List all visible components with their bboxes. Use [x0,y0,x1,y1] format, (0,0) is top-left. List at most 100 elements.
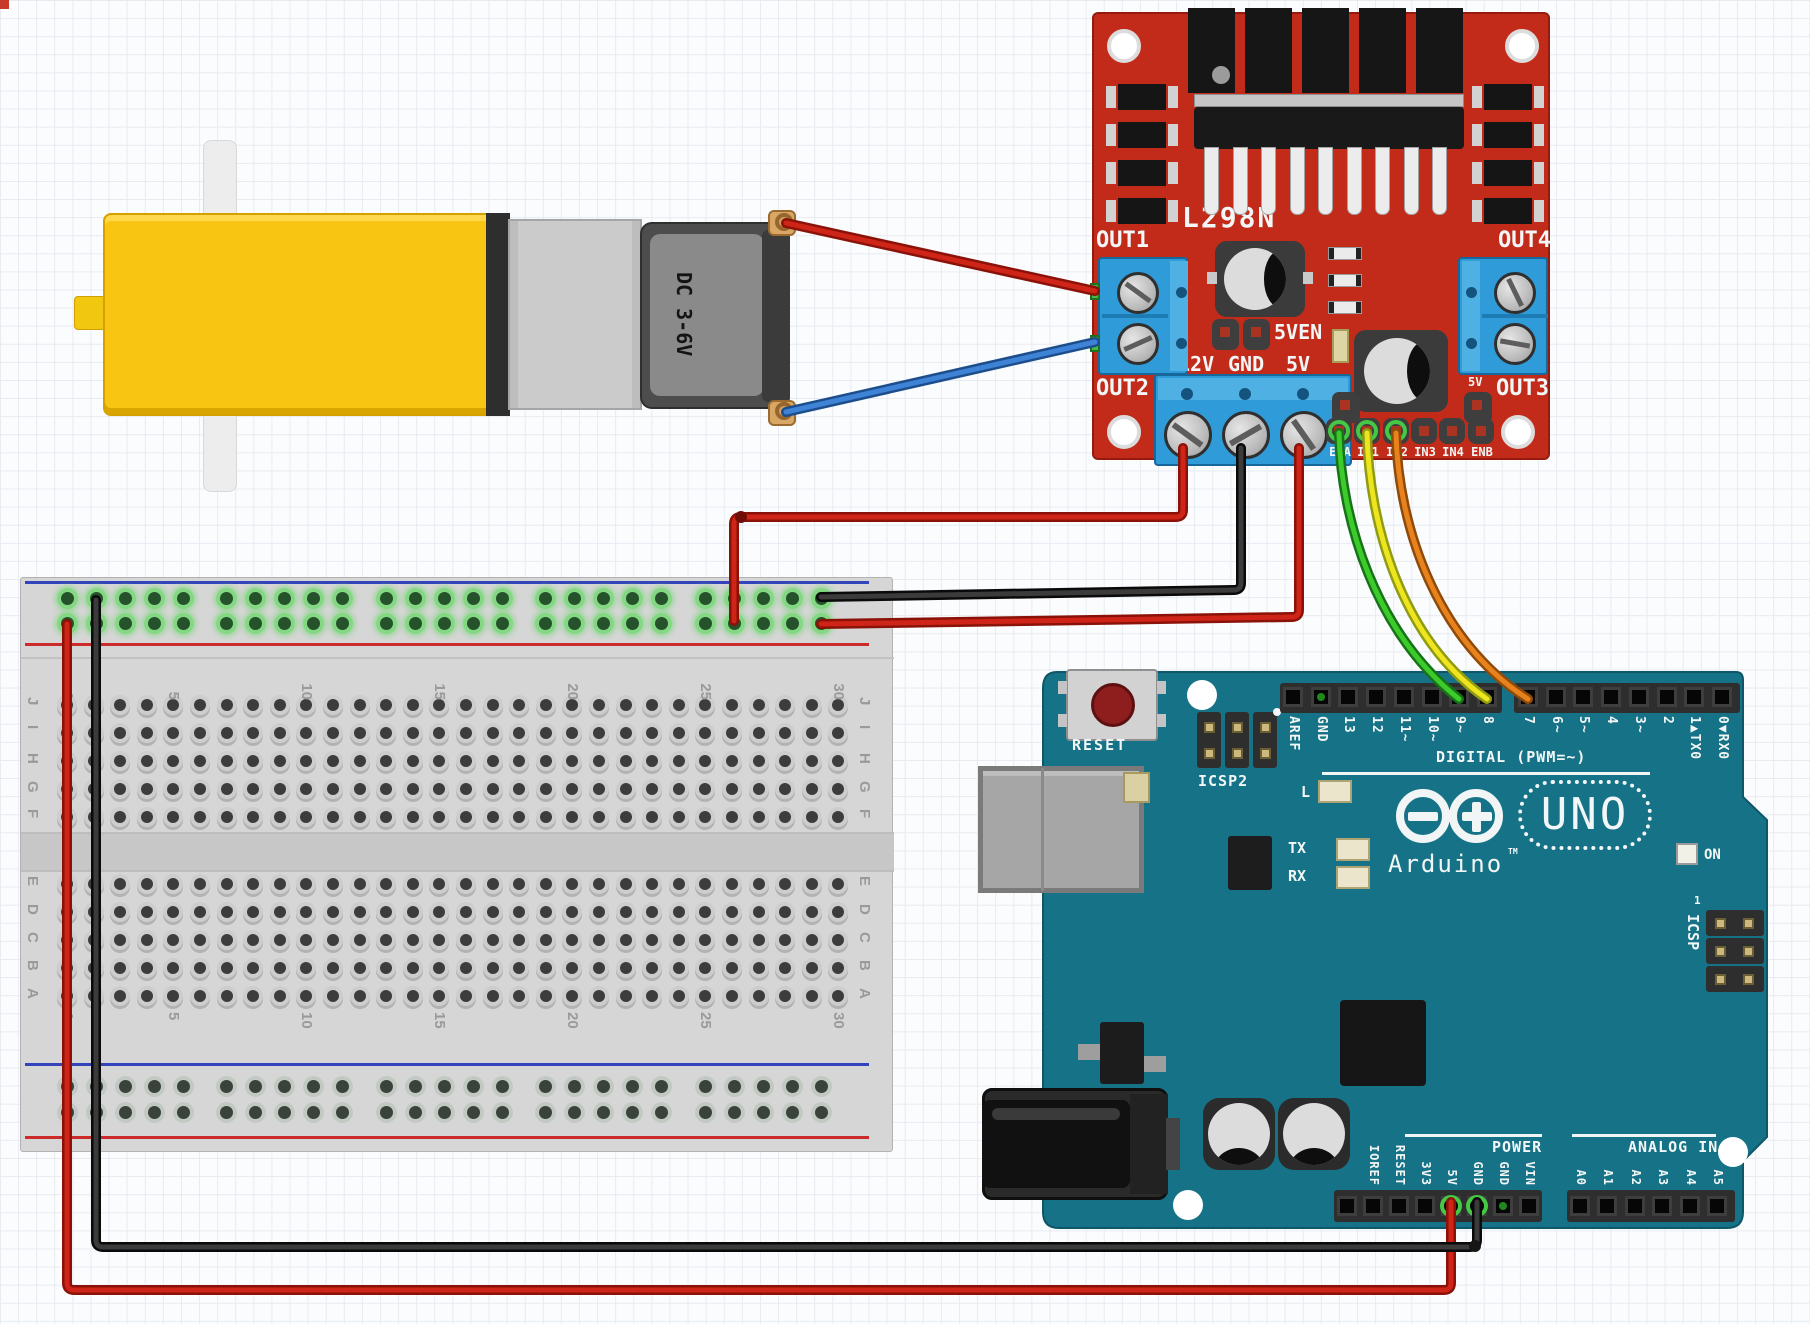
out4-screw[interactable] [1494,272,1536,314]
power-rail-hole [335,591,349,605]
chip-pin [1346,147,1362,215]
breadboard-hole [486,878,499,890]
breadboard-hole [406,755,419,767]
wire-12v-to-rail-plus[interactable] [731,445,1186,624]
power-pin-RESET[interactable] [1389,1196,1409,1216]
icsp-pin[interactable] [1743,946,1754,957]
5v-pad-left[interactable] [1332,392,1360,423]
icsp-pin[interactable] [1715,918,1726,929]
power-rail-hole [248,616,262,630]
power-rail-hole [785,591,799,605]
power-rail-hole [466,616,480,630]
icsp-pin[interactable] [1743,918,1754,929]
breadboard-hole [460,699,472,711]
digital-pin-5[interactable] [1573,687,1594,707]
control-pin-IN3[interactable] [1411,418,1437,444]
analog-pin-A4[interactable] [1679,1196,1700,1216]
diode [1106,124,1116,146]
breadboard-hole [832,878,845,890]
mount-hole [1718,1137,1748,1167]
power-pin-3V3[interactable] [1415,1196,1435,1216]
power-pin-IOREF[interactable] [1363,1196,1383,1216]
row-letter: B [856,960,873,971]
control-pin-ENB[interactable] [1468,418,1494,444]
digital-pin-11[interactable] [1393,687,1414,707]
digital-pin-0RX0[interactable] [1711,687,1732,707]
breadboard-hole [300,934,313,946]
breadboard[interactable] [20,577,894,1152]
digital-pin-GND[interactable] [1310,687,1331,707]
wire-ena-to-pin9[interactable] [1336,430,1462,702]
digital-pin-AREF[interactable] [1283,687,1303,707]
control-pin-IN4[interactable] [1439,418,1465,444]
digital-pin-6[interactable] [1545,687,1566,707]
smd-resistor [1328,247,1362,260]
analog-pin-A0[interactable] [1570,1196,1590,1216]
power-pin-label: VIN [1523,1161,1537,1186]
digital-pin-10[interactable] [1421,687,1442,707]
diode [1534,124,1544,146]
out1-screw[interactable] [1117,272,1159,314]
breadboard-hole [539,783,552,795]
icsp2-pin[interactable] [1232,748,1243,759]
breadboard-hole [805,934,818,946]
breadboard-hole [327,906,339,918]
power-pin-nc[interactable] [1337,1196,1357,1216]
icsp2-pin[interactable] [1232,722,1243,733]
power-pin-VIN[interactable] [1519,1196,1539,1216]
breadboard-hole [140,962,153,974]
power-rail-hole [596,1079,610,1093]
wire-rail-to-arduino-5v[interactable] [64,621,1454,1293]
analog-pin-label: A4 [1683,1169,1698,1186]
l-led [1318,780,1352,803]
out3-screw[interactable] [1494,323,1536,365]
wire-5v-to-rail-plus[interactable] [818,445,1302,627]
out1-out2-terminal[interactable] [1098,257,1188,375]
5ven-jumper[interactable] [1212,319,1239,350]
breadboard-hole [539,878,552,890]
icsp2-pin[interactable] [1260,722,1271,733]
power-rail-hole [538,591,552,605]
diode [1118,122,1166,148]
digital-pin-3[interactable] [1628,687,1649,707]
digital-pin-4[interactable] [1601,687,1622,707]
analog-pin-A5[interactable] [1707,1196,1727,1216]
analog-pin-A3[interactable] [1652,1196,1673,1216]
5v-pad-right[interactable] [1464,392,1492,423]
icsp2-pin[interactable] [1204,748,1215,759]
diode [1484,122,1532,148]
analog-pin-A1[interactable] [1597,1196,1618,1216]
out2-screw[interactable] [1117,323,1159,365]
breadboard-hole [672,990,685,1002]
digital-pin-13[interactable] [1338,687,1359,707]
reset-cap[interactable] [1091,683,1135,727]
breadboard-hole [327,962,339,974]
breadboard-hole [140,727,153,739]
power-rail-hole [756,616,770,630]
icsp2-pin[interactable] [1260,748,1271,759]
out3-out4-terminal[interactable] [1458,257,1548,375]
icsp-pin[interactable] [1715,974,1726,985]
power-rail-hole [306,591,320,605]
breadboard-hole [353,962,366,974]
breadboard-hole [619,934,632,946]
digital-pin-2[interactable] [1656,687,1677,707]
wire-motor-minus-to-out1[interactable] [783,339,1098,415]
wire-motor-plus-to-out1[interactable] [783,220,1098,294]
digital-pin-12[interactable] [1366,687,1387,707]
analog-pin-A2[interactable] [1624,1196,1645,1216]
wire-gnd-to-rail-minus[interactable] [818,445,1244,600]
breadboard-hole [832,811,845,823]
breadboard-hole [194,990,206,1002]
digital-pin-label: 9~ [1452,716,1468,734]
icsp2-pin[interactable] [1204,722,1215,733]
5ven-jumper[interactable] [1243,319,1270,350]
digital-pin-1TX0[interactable] [1684,687,1705,707]
breadboard-hole [300,878,313,890]
row-letter: C [24,932,41,943]
analog-pin-label: A0 [1574,1169,1588,1186]
icsp-pin[interactable] [1715,946,1726,957]
breadboard-hole [406,811,419,823]
power-pin-GND[interactable] [1493,1196,1513,1216]
icsp-pin[interactable] [1743,974,1754,985]
